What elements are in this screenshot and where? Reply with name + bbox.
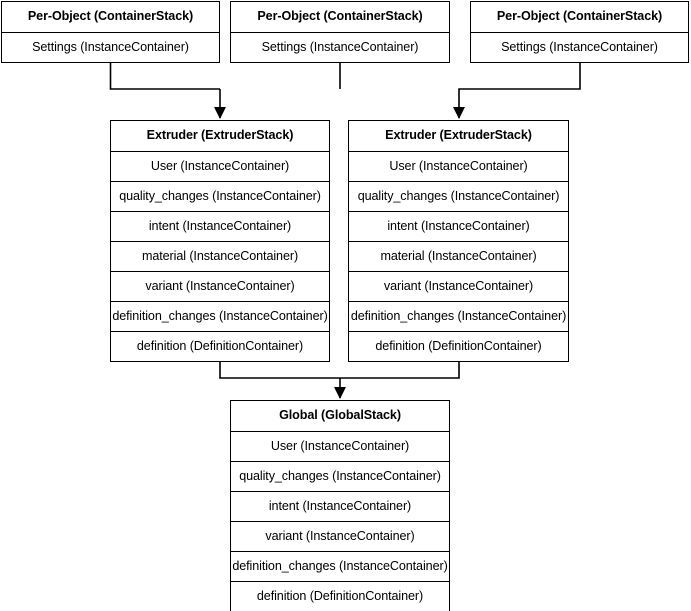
node-row-variant: variant (InstanceContainer): [111, 271, 329, 301]
node-header: Per-Object (ContainerStack): [257, 9, 423, 24]
node-row-intent: intent (InstanceContainer): [231, 491, 449, 521]
edge-perobject3-extruder2: [453, 61, 581, 119]
node-row-settings: Settings (InstanceContainer): [471, 32, 688, 62]
node-row-material: material (InstanceContainer): [111, 241, 329, 271]
node-row-definition-changes: definition_changes (InstanceContainer): [349, 301, 568, 331]
node-row-settings: Settings (InstanceContainer): [2, 32, 219, 62]
node-row-variant: variant (InstanceContainer): [231, 521, 449, 551]
node-header: Per-Object (ContainerStack): [27, 9, 194, 24]
node-per-object-2[interactable]: Per-Object (ContainerStack) Settings (In…: [230, 1, 450, 63]
node-per-object-1[interactable]: Per-Object (ContainerStack) Settings (In…: [1, 1, 220, 63]
node-per-object-3[interactable]: Per-Object (ContainerStack) Settings (In…: [470, 1, 689, 63]
node-row-definition-changes: definition_changes (InstanceContainer): [231, 551, 449, 581]
node-row-variant: variant (InstanceContainer): [349, 271, 568, 301]
node-row-material: material (InstanceContainer): [349, 241, 568, 271]
node-row-user: User (InstanceContainer): [111, 151, 329, 181]
node-row-definition: definition (DefinitionContainer): [349, 331, 568, 361]
node-row-definition-changes: definition_changes (InstanceContainer): [111, 301, 329, 331]
node-row-intent: intent (InstanceContainer): [349, 211, 568, 241]
node-row-quality-changes: quality_changes (InstanceContainer): [231, 461, 449, 491]
node-header: Extruder (ExtruderStack): [146, 128, 294, 143]
node-header: Global (GlobalStack): [279, 408, 401, 423]
node-global[interactable]: Global (GlobalStack) User (InstanceConta…: [230, 400, 450, 611]
node-row-quality-changes: quality_changes (InstanceContainer): [111, 181, 329, 211]
node-header: Per-Object (ContainerStack): [496, 9, 663, 24]
node-extruder-2[interactable]: Extruder (ExtruderStack) User (InstanceC…: [348, 120, 569, 362]
node-row-intent: intent (InstanceContainer): [111, 211, 329, 241]
node-row-quality-changes: quality_changes (InstanceContainer): [349, 181, 568, 211]
node-header: Extruder (ExtruderStack): [385, 128, 532, 143]
node-row-definition: definition (DefinitionContainer): [231, 581, 449, 611]
node-extruder-1[interactable]: Extruder (ExtruderStack) User (InstanceC…: [110, 120, 330, 362]
edge-perobject1-extruder1: [109, 61, 220, 90]
node-row-user: User (InstanceContainer): [231, 431, 449, 461]
node-row-user: User (InstanceContainer): [349, 151, 568, 181]
node-row-settings: Settings (InstanceContainer): [231, 32, 449, 62]
node-row-definition: definition (DefinitionContainer): [111, 331, 329, 361]
